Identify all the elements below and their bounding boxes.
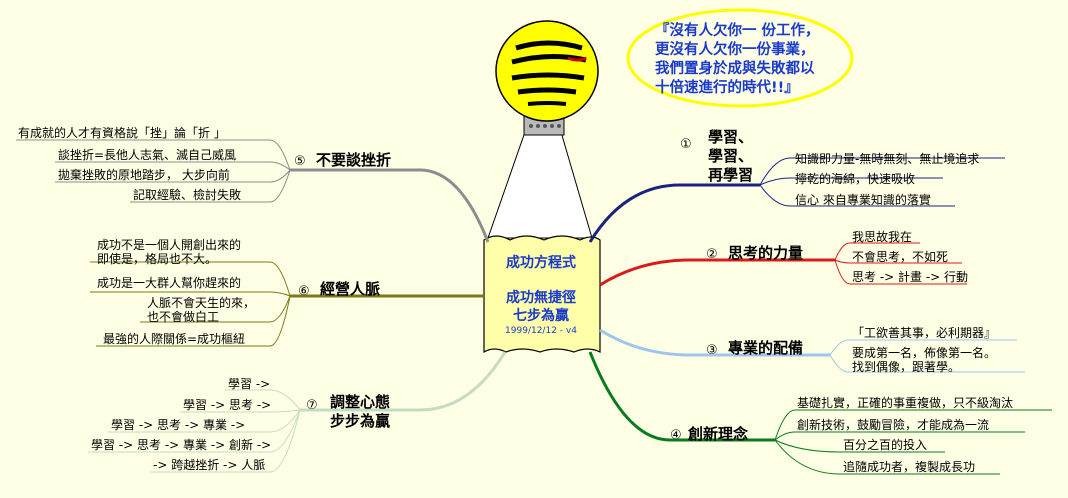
branch-4-title: 創新理念 — [688, 425, 749, 443]
branch-4-item: 創新技術，鼓勵冒險，才能成為一流 — [797, 418, 990, 432]
branch-1-title: 學習、學習、再學習 — [708, 128, 754, 184]
branch-6-item: 人脈不會天生的來， — [147, 296, 256, 310]
branch-2-sub — [834, 242, 967, 285]
branch-1-number: ① — [680, 137, 692, 152]
branch-3-item: 要成第一名，佈像第一名。 — [852, 346, 997, 360]
branch-2-line — [599, 258, 835, 287]
bulb-icon — [495, 20, 599, 122]
branch-3-item: 找到偶像，跟著學。 — [852, 360, 961, 374]
branch-1-item: 信心 來自專業知識的落實 — [795, 193, 931, 207]
center-subtitle: 成功無捷徑 — [506, 290, 576, 306]
branch-5-item: 談挫折=長他人志氣、滅自己威風 — [58, 148, 237, 162]
branch-6-item: 最強的人際關係=成功樞紐 — [103, 332, 246, 346]
center-subtitle: 七步為贏 — [513, 308, 569, 324]
branch-5-item: 有成就的人才有資格說「挫」論「折 」 — [18, 126, 226, 140]
branch-6-item: 即使是，格局也不大。 — [97, 252, 218, 266]
branch-6-item: 成功是一大群人幫你趕來的 — [97, 276, 242, 290]
branch-4-item: 基礎扎實，正確的事重複做，只不級淘汰 — [797, 396, 1014, 410]
branch-7-item: 學習 -> 思考 -> 專業 -> — [111, 418, 246, 432]
branch-4-sub — [774, 409, 1052, 475]
branch-7-title: 調整心態步步為贏 — [330, 393, 391, 430]
branch-3-sub — [829, 339, 1025, 373]
branch-5-number: ⑤ — [294, 154, 306, 169]
branch-3-line — [599, 328, 830, 357]
branch-5-item: 拋棄挫敗的原地踏步， 大步向前 — [58, 168, 230, 182]
branch-7-sub — [88, 389, 301, 473]
branch-1-item: 擰乾的海綿，快速吸收 — [795, 172, 916, 186]
quote-line: 『沒有人欠你一 份工作， — [655, 23, 820, 39]
branch-4-number: ④ — [670, 428, 682, 443]
quote-line: 更沒有人欠你一份事業， — [655, 42, 815, 58]
center-date: 1999/12/12 - v4 — [505, 326, 577, 336]
quote-text: 『沒有人欠你一 份工作， 更沒有人欠你一份事業， 我們置身於成與失敗都以 十倍速… — [655, 22, 855, 98]
branch-2-item: 不會思考，不如死 — [852, 250, 949, 264]
branch-7-item: 學習 -> — [228, 377, 271, 391]
branch-7-number: ⑦ — [306, 398, 318, 413]
branch-7-item: 學習 -> 思考 -> 專業 -> 創新 -> — [91, 438, 272, 452]
branch-6-item: 成功不是一個人開創出來的 — [97, 238, 242, 252]
branch-5-line — [290, 168, 490, 243]
quote-line: 十倍速進行的時代!!』 — [655, 80, 799, 96]
branch-5-title: 不要談挫折 — [316, 151, 392, 169]
branch-7-item: -> 跨越挫折 -> 人脈 — [153, 458, 266, 472]
branch-6-number: ⑥ — [298, 284, 310, 299]
branch-1-sub — [759, 157, 1005, 207]
branch-4-item: 百分之百的投入 — [843, 438, 928, 452]
branch-2-item: 思考 -> 計畫 -> 行動 — [852, 270, 969, 284]
branch-1-line — [588, 183, 760, 243]
branch-2-number: ② — [706, 247, 718, 262]
branch-3-number: ③ — [706, 343, 718, 358]
branch-7-item: 學習 -> 思考 -> — [183, 398, 272, 412]
branch-5-item: 記取經驗、檢討失敗 — [133, 188, 242, 202]
branch-4-item: 追隨成功者，複製成長功 — [843, 460, 976, 474]
branch-2-title: 思考的力量 — [728, 244, 804, 262]
branch-6-item: 也不會做白工 — [147, 310, 220, 324]
branch-6-sub — [90, 261, 291, 347]
branch-5-sub — [16, 139, 291, 203]
branch-3-title: 專業的配備 — [728, 339, 804, 357]
branch-4-line — [588, 351, 775, 442]
branch-6-title: 經營人脈 — [320, 280, 381, 298]
center-title: 成功方程式 — [506, 255, 576, 271]
branch-1-item: 知識即力量-無時無刻、無止境追求 — [795, 152, 980, 166]
quote-cloud — [626, 8, 854, 108]
center-title-block: 成功方程式 成功無捷徑 七步為贏 1999/12/12 - v4 — [482, 254, 600, 337]
branch-2-item: 我思故我在 — [852, 230, 913, 244]
light-beam — [487, 131, 593, 239]
center-banner — [483, 235, 601, 354]
branch-7-line — [300, 351, 507, 412]
quote-line: 我們置身於成與失敗都以 — [655, 61, 815, 77]
branch-3-item: 「工欲善其事，必利期器』 — [852, 326, 997, 340]
